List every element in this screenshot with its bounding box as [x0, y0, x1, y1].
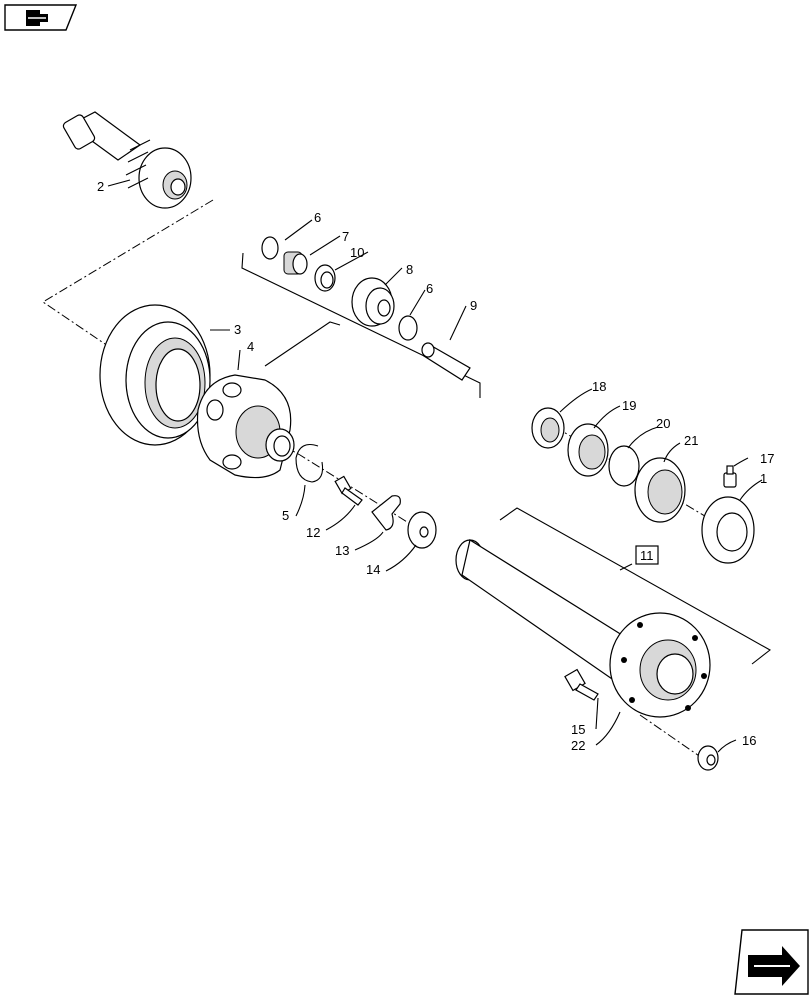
callout-20: 20 — [656, 416, 670, 431]
callout-18: 18 — [592, 379, 606, 394]
spacer-6b — [398, 315, 418, 341]
needle-bearing — [283, 251, 308, 275]
seal-ring-18 — [531, 407, 565, 449]
callout-12: 12 — [306, 525, 320, 540]
bearing-cone-19 — [567, 423, 609, 477]
callout-11-box — [635, 545, 659, 565]
callout-19: 19 — [622, 398, 636, 413]
washer-14 — [407, 511, 437, 549]
callout-13: 13 — [335, 543, 349, 558]
bushing-10 — [314, 264, 336, 292]
callout-9: 9 — [470, 298, 477, 313]
next-arrow-icon — [748, 946, 800, 986]
callout-3: 3 — [234, 322, 241, 337]
wheel-nut-16 — [697, 745, 719, 771]
axle-shaft — [455, 539, 711, 718]
callout-15: 15 — [571, 722, 585, 737]
back-arrow-icon — [26, 10, 48, 26]
callout-14: 14 — [366, 562, 380, 577]
wheel-bolt-15 — [564, 668, 599, 701]
callout-21: 21 — [684, 433, 698, 448]
callout-17: 17 — [760, 451, 774, 466]
grease-fitting-17 — [723, 465, 737, 488]
callout-6b: 6 — [426, 281, 433, 296]
planet-subassembly-leader — [264, 321, 341, 367]
planet-carrier — [196, 374, 295, 479]
axle-subassembly-bracket — [499, 507, 771, 665]
bolt-12 — [334, 475, 363, 506]
bearing-cup-21 — [634, 457, 686, 523]
planet-pin — [421, 342, 471, 381]
callout-22: 22 — [571, 738, 585, 753]
snap-ring — [295, 443, 324, 483]
callout-10: 10 — [350, 245, 364, 260]
next-nav-button[interactable] — [734, 929, 809, 995]
pinion-shaft — [62, 111, 192, 209]
callout-7: 7 — [342, 229, 349, 244]
thrust-plate — [371, 495, 401, 531]
planet-subassembly-bracket — [241, 252, 481, 398]
back-nav-button[interactable] — [4, 4, 78, 31]
callout-2: 2 — [97, 179, 104, 194]
callout-6a: 6 — [314, 210, 321, 225]
callout-11: 11 — [640, 548, 654, 563]
callout-8: 8 — [406, 262, 413, 277]
callout-16: 16 — [742, 733, 756, 748]
callout-1: 1 — [760, 471, 767, 486]
spacer-ring-20 — [608, 445, 640, 487]
callout-4: 4 — [247, 339, 254, 354]
ring-gear — [99, 304, 211, 446]
spacer-6a — [261, 236, 279, 260]
leader-lines — [107, 179, 763, 753]
planet-gear — [351, 277, 395, 327]
callout-5: 5 — [282, 508, 289, 523]
callout-labels: 1 2 3 4 5 6 6 7 8 9 10 11 12 13 14 15 16… — [97, 179, 774, 753]
oil-seal-1 — [701, 496, 755, 564]
